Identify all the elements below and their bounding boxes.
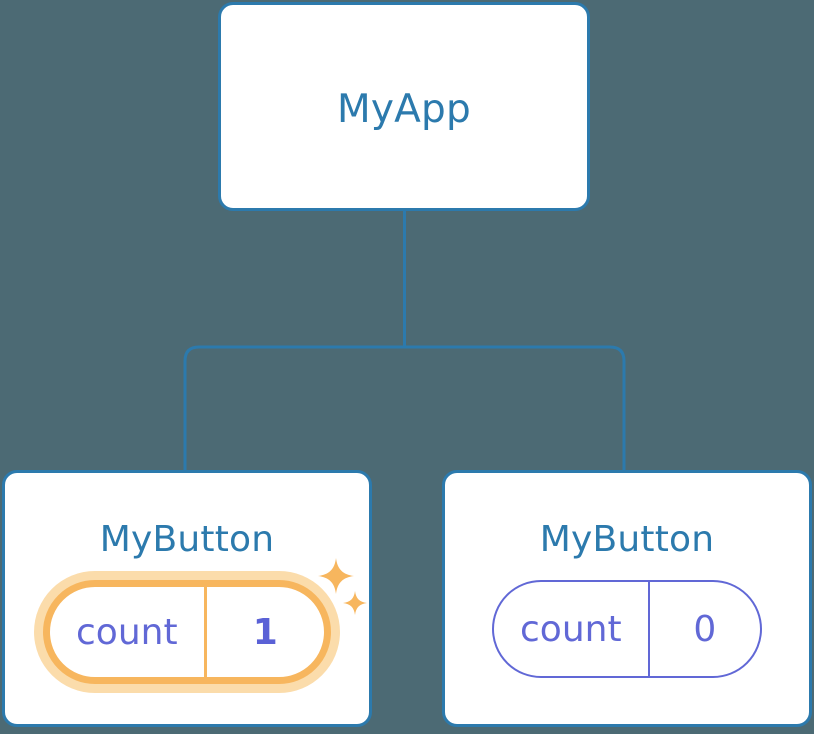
state-pill-right-divider: [647, 582, 650, 676]
node-myapp[interactable]: MyApp: [218, 2, 590, 211]
state-pill-left[interactable]: count 1: [43, 580, 331, 684]
node-mybutton-left[interactable]: MyButton count 1: [2, 470, 372, 727]
edge-to-child-left: [183, 345, 405, 470]
node-mybutton-right-label: MyButton: [539, 519, 715, 560]
node-mybutton-left-label: MyButton: [99, 519, 275, 560]
state-key-left: count: [76, 611, 178, 653]
node-myapp-label: MyApp: [337, 87, 471, 132]
node-mybutton-right[interactable]: MyButton count 0: [442, 470, 812, 727]
edge-to-child-right: [404, 345, 626, 470]
state-value-right: 0: [693, 608, 717, 650]
state-key-right: count: [520, 608, 622, 650]
state-pill-left-divider: [203, 587, 207, 677]
state-pill-right[interactable]: count 0: [492, 580, 762, 678]
state-pill-right-wrap: count 0: [492, 580, 762, 678]
sparkle-small-icon: [343, 591, 367, 615]
state-pill-left-wrap: count 1: [43, 558, 367, 684]
state-value-left: 1: [252, 611, 278, 653]
